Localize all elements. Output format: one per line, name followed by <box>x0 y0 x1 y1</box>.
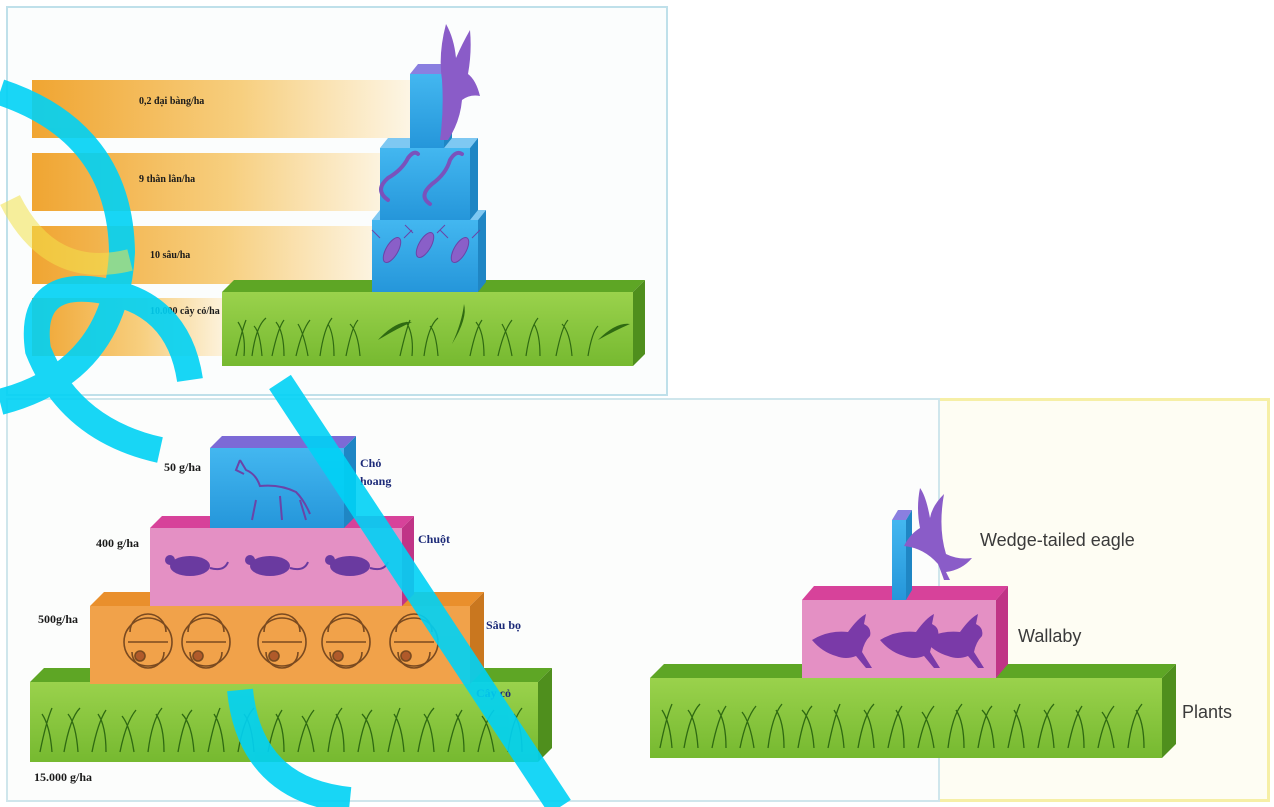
top-level-eagle-label: 0,2 đại bàng/ha <box>139 96 204 107</box>
energy-plants-label: Plants <box>1182 702 1232 723</box>
biomass-dingo-name-line1: Chó <box>360 456 381 471</box>
biomass-mouse-value: 400 g/ha <box>96 536 139 551</box>
biomass-mouse-name: Chuột <box>418 532 450 547</box>
top-level-grass-label: 10.000 cây cỏ/ha <box>150 306 220 317</box>
energy-eagle-label: Wedge-tailed eagle <box>980 530 1135 551</box>
biomass-pyramid <box>30 436 552 762</box>
energy-wallaby-label: Wallaby <box>1018 626 1081 647</box>
lizard-box <box>380 138 478 220</box>
band-eagle <box>32 80 412 138</box>
top-pyramid <box>32 24 645 366</box>
biomass-bug-value: 500g/ha <box>38 612 78 627</box>
biomass-dingo-name-line2: hoang <box>360 474 391 489</box>
biomass-grass-value: 15.000 g/ha <box>34 770 92 785</box>
eagle-icon <box>440 24 480 140</box>
eagle-box <box>410 24 480 148</box>
biomass-dingo-value: 50 g/ha <box>164 460 201 475</box>
grass-slab-top <box>222 280 645 366</box>
dingo-box <box>210 436 356 528</box>
biomass-grass-name: Cây cỏ <box>476 686 511 701</box>
insect-box <box>372 210 486 292</box>
plants-slab <box>650 664 1176 758</box>
top-level-lizard-label: 9 thằn lằn/ha <box>139 174 195 185</box>
biomass-bug-name: Sâu bọ <box>486 618 521 633</box>
eagle-icon <box>904 488 972 580</box>
band-lizard <box>32 153 392 211</box>
eagle-box-thin <box>892 488 972 600</box>
mouse-slab <box>150 516 414 606</box>
top-level-insect-label: 10 sâu/ha <box>150 250 190 261</box>
mouse-icon <box>165 555 388 576</box>
band-insect <box>32 226 382 284</box>
energy-pyramid <box>650 488 1176 758</box>
